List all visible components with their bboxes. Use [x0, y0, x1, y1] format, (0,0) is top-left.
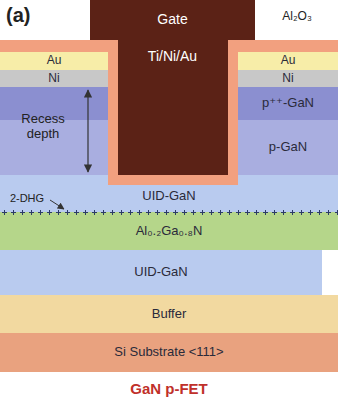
layer-label: Si Substrate <111> [114, 345, 223, 360]
layer-label: Buffer [152, 307, 186, 322]
layer-label: Ni [48, 72, 59, 86]
layer-label: p⁺⁺-GaN [262, 96, 314, 111]
2dhg-label: 2-DHG [4, 192, 50, 205]
gate-metal [90, 0, 255, 175]
layer-sublabel: Ti/Ni/Au [148, 48, 197, 64]
ni-layer: Ni [0, 70, 108, 87]
panel-letter: (a) [6, 4, 46, 27]
layer-label: Au [47, 54, 62, 68]
recess-label: Recess depth [8, 112, 78, 142]
layer-label: p-GaN [269, 140, 307, 155]
gate-node: GateTi/Ni/Au [90, 0, 255, 175]
layer-label: UID-GaN [134, 265, 187, 280]
layer-label: UID-GaN [142, 189, 195, 204]
liner-label: Al₂O₃ [262, 10, 332, 24]
substrate-layer: Si Substrate <111> [0, 333, 338, 372]
layer-label: Gate [157, 11, 187, 27]
p-gan-layer: p-GaN [238, 120, 338, 175]
recess-arrow [87, 90, 88, 172]
layer-label: Ni [282, 72, 293, 86]
algan-layer: Al₀.₂Ga₀.₈N [0, 212, 338, 250]
au-layer: Au [238, 52, 338, 70]
2dhg-leader [50, 200, 64, 209]
uid-gan-layer: UID-GaN [0, 250, 322, 295]
al2o3-liner [0, 40, 338, 185]
figure-caption: GaN p-FET [0, 380, 338, 397]
buffer-layer: Buffer [0, 295, 338, 333]
p-plus-gan-layer: p⁺⁺-GaN [238, 87, 338, 120]
au-layer: Au [0, 52, 108, 70]
uid-gan-layer: UID-GaN [0, 175, 338, 208]
layer-label: Au [281, 54, 296, 68]
layer-label: Al₀.₂Ga₀.₈N [136, 224, 203, 239]
2dhg-marks [0, 208, 338, 217]
ni-layer: Ni [238, 70, 338, 87]
